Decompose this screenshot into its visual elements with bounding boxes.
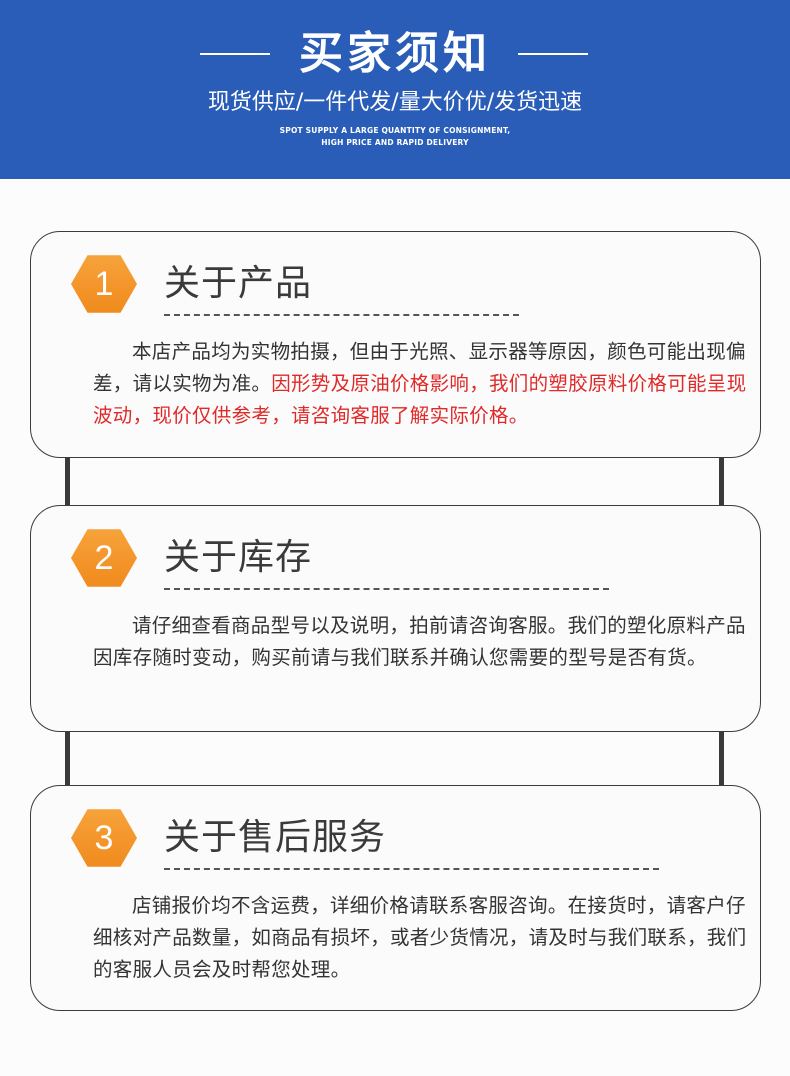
body-text: 本店产品均为实物拍摄，但由于光照、显示器等原因，颜色可能出现偏差，请以实物为准。	[93, 340, 746, 395]
section-title: 关于售后服务	[164, 817, 387, 858]
body-text: 店铺报价均不含运费，详细价格请联系客服咨询。在接货时，请客户仔细核对产品数量，如…	[93, 894, 747, 981]
page-subtitle: 现货供应/一件代发/量大价优/发货迅速	[207, 90, 583, 115]
number-badge-hexagon-icon: 1	[71, 255, 137, 313]
page-title: 买家须知	[299, 28, 491, 79]
english-tagline-line2: HIGH PRICE AND RAPID DELIVERY	[321, 138, 469, 147]
number-badge-hexagon-icon: 2	[71, 529, 137, 587]
section-title: 关于库存	[164, 537, 313, 578]
connector-1-2-right	[719, 441, 724, 519]
body-highlight-text: 因形势及原油价格影响，我们的塑胶原料价格可能呈现波动，现价仅供参考，请咨询客服了…	[93, 372, 747, 427]
english-tagline-line1: SPOT SUPPLY A LARGE QUANTITY OF CONSIGNM…	[279, 126, 511, 135]
body-text: 请仔细查看商品型号以及说明，拍前请咨询客服。我们的塑化原料产品因库存随时变动，购…	[93, 614, 746, 669]
number-badge-hexagon-icon: 3	[71, 809, 137, 867]
dashed-divider	[164, 314, 519, 316]
dashed-divider	[164, 868, 659, 870]
dashed-divider	[164, 588, 609, 590]
section-card-after-sales: 3 关于售后服务 店铺报价均不含运费，详细价格请联系客服咨询。在接货时，请客户仔…	[30, 785, 761, 1011]
header-banner: 买家须知 现货供应/一件代发/量大价优/发货迅速 SPOT SUPPLY A L…	[0, 0, 790, 179]
section-title: 关于产品	[164, 263, 313, 304]
section-card-product: 1 关于产品 本店产品均为实物拍摄，但由于光照、显示器等原因，颜色可能出现偏差，…	[30, 231, 761, 458]
title-right-rule	[518, 53, 588, 55]
english-tagline: SPOT SUPPLY A LARGE QUANTITY OF CONSIGNM…	[0, 125, 790, 149]
section-body: 请仔细查看商品型号以及说明，拍前请咨询客服。我们的塑化原料产品因库存随时变动，购…	[93, 610, 758, 674]
connector-1-2-left	[65, 441, 70, 519]
section-body: 店铺报价均不含运费，详细价格请联系客服咨询。在接货时，请客户仔细核对产品数量，如…	[93, 890, 758, 986]
connector-2-3-right	[719, 720, 724, 798]
section-card-inventory: 2 关于库存 请仔细查看商品型号以及说明，拍前请咨询客服。我们的塑化原料产品因库…	[30, 505, 761, 732]
title-left-rule	[200, 53, 270, 55]
section-body: 本店产品均为实物拍摄，但由于光照、显示器等原因，颜色可能出现偏差，请以实物为准。…	[93, 336, 758, 432]
connector-2-3-left	[65, 720, 70, 798]
